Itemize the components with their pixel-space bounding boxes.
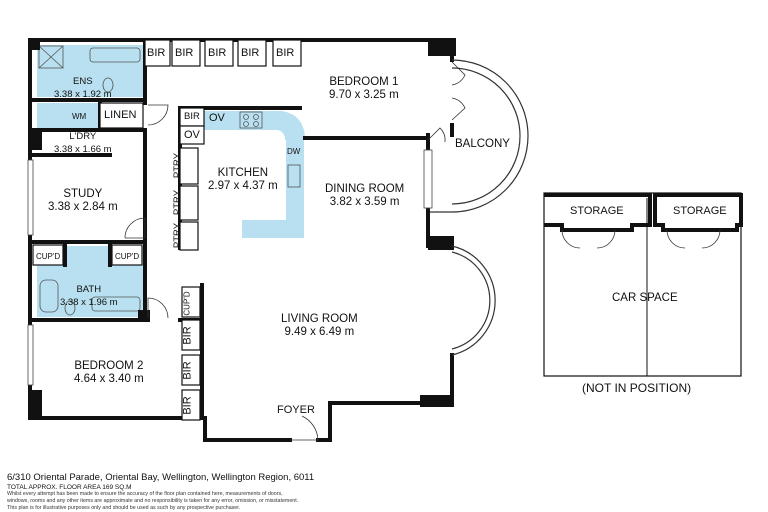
label-cupd-3: CUP'D bbox=[182, 291, 192, 316]
label-bath: BATH 3.38 x 1.96 m bbox=[60, 283, 118, 309]
label-bir-7: BIR bbox=[181, 361, 194, 380]
bedroom2-name: BEDROOM 2 bbox=[74, 360, 144, 372]
label-storage-1: STORAGE bbox=[570, 205, 624, 217]
walls bbox=[28, 38, 454, 442]
wall-blocks bbox=[28, 38, 456, 420]
study-size: 3.38 x 2.84 m bbox=[48, 201, 118, 213]
label-wm: WM bbox=[72, 112, 87, 121]
balcony-outline bbox=[430, 59, 529, 356]
label-foyer: FOYER bbox=[277, 404, 315, 416]
label-bir-1: BIR bbox=[147, 47, 166, 59]
footer-address: 6/310 Oriental Parade, Oriental Bay, Wel… bbox=[7, 472, 315, 483]
kitchen-bench-right bbox=[286, 140, 304, 238]
kitchen-sink bbox=[287, 164, 301, 188]
dining-size: 3.82 x 3.59 m bbox=[329, 196, 400, 208]
label-bir-2: BIR bbox=[175, 47, 194, 59]
label-bir-5: BIR bbox=[276, 47, 295, 59]
label-bir-8: BIR bbox=[181, 396, 194, 415]
ens-size: 3.38 x 1.92 m bbox=[54, 89, 112, 100]
label-ens: ENS 3.38 x 1.92 m bbox=[54, 75, 112, 101]
label-bir-6: BIR bbox=[181, 326, 194, 345]
shower bbox=[38, 45, 64, 69]
label-dining: DINING ROOM 3.82 x 3.59 m bbox=[325, 183, 404, 209]
label-balcony: BALCONY bbox=[455, 138, 510, 150]
label-cupd-2: CUP'D bbox=[115, 252, 140, 261]
label-storage-2: STORAGE bbox=[673, 205, 727, 217]
ens-toilet bbox=[102, 77, 114, 93]
label-ptry-1: PTRY bbox=[172, 152, 184, 179]
label-bir-4: BIR bbox=[241, 47, 260, 59]
windows bbox=[27, 149, 433, 386]
dining-name: DINING ROOM bbox=[325, 183, 405, 195]
floor-plan bbox=[27, 38, 743, 442]
footer-floor-area: TOTAL APPROX. FLOOR AREA 169 SQ.M bbox=[7, 484, 132, 491]
label-dw: DW bbox=[287, 147, 301, 156]
ldry-size: 3.38 x 1.66 m bbox=[54, 144, 112, 155]
bedroom1-size: 9.70 x 3.25 m bbox=[329, 89, 399, 101]
label-living: LIVING ROOM 9.49 x 6.49 m bbox=[281, 313, 358, 339]
living-name: LIVING ROOM bbox=[281, 313, 358, 325]
fixtures bbox=[38, 45, 301, 316]
car-space-plan bbox=[543, 192, 743, 377]
label-kitchen: KITCHEN 2.97 x 4.37 m bbox=[208, 167, 278, 193]
bath-vanity bbox=[91, 296, 141, 312]
footer-disclaimer-1: Whilst every attempt has been made to en… bbox=[7, 491, 283, 497]
label-linen: LINEN bbox=[104, 109, 137, 121]
label-car-space: CAR SPACE bbox=[612, 292, 678, 304]
kitchen-size: 2.97 x 4.37 m bbox=[208, 180, 278, 192]
bath-toilet bbox=[64, 300, 76, 316]
bedroom1-name: BEDROOM 1 bbox=[329, 76, 399, 88]
label-cupd-1: CUP'D bbox=[36, 252, 61, 261]
kitchen-island bbox=[242, 220, 287, 238]
label-bir-kitchen: BIR bbox=[184, 111, 200, 122]
label-ov-1: OV bbox=[209, 112, 225, 124]
label-bedroom2: BEDROOM 2 4.64 x 3.40 m bbox=[74, 360, 144, 386]
label-ptry-3: PTRY bbox=[172, 222, 184, 249]
kitchen-name: KITCHEN bbox=[217, 167, 269, 179]
storage-boxes bbox=[32, 39, 302, 421]
study-name: STUDY bbox=[63, 188, 103, 200]
bath-name: BATH bbox=[76, 284, 102, 295]
footer-disclaimer-3: This plan is for illustrative purposes o… bbox=[7, 505, 241, 511]
footer-disclaimer-2: windows, rooms and any other items are a… bbox=[7, 498, 299, 504]
bathtub bbox=[39, 279, 59, 313]
ens-name: ENS bbox=[73, 76, 93, 87]
label-ldry: L'DRY 3.38 x 1.66 m bbox=[54, 130, 112, 156]
label-not-in-position: (NOT IN POSITION) bbox=[582, 381, 692, 395]
label-study: STUDY 3.38 x 2.84 m bbox=[48, 188, 118, 214]
cooktop bbox=[239, 111, 263, 129]
bedroom2-size: 4.64 x 3.40 m bbox=[74, 373, 144, 385]
living-size: 9.49 x 6.49 m bbox=[284, 326, 355, 338]
laundry-area bbox=[37, 103, 107, 128]
bath-size: 3.38 x 1.96 m bbox=[60, 297, 118, 308]
label-bir-3: BIR bbox=[208, 47, 227, 59]
label-ptry-2: PTRY bbox=[172, 189, 184, 216]
label-bedroom1: BEDROOM 1 9.70 x 3.25 m bbox=[329, 76, 399, 102]
ens-vanity bbox=[89, 47, 141, 63]
label-ov-2: OV bbox=[184, 129, 200, 141]
ldry-name: L'DRY bbox=[69, 131, 97, 142]
door-swings bbox=[124, 61, 466, 441]
